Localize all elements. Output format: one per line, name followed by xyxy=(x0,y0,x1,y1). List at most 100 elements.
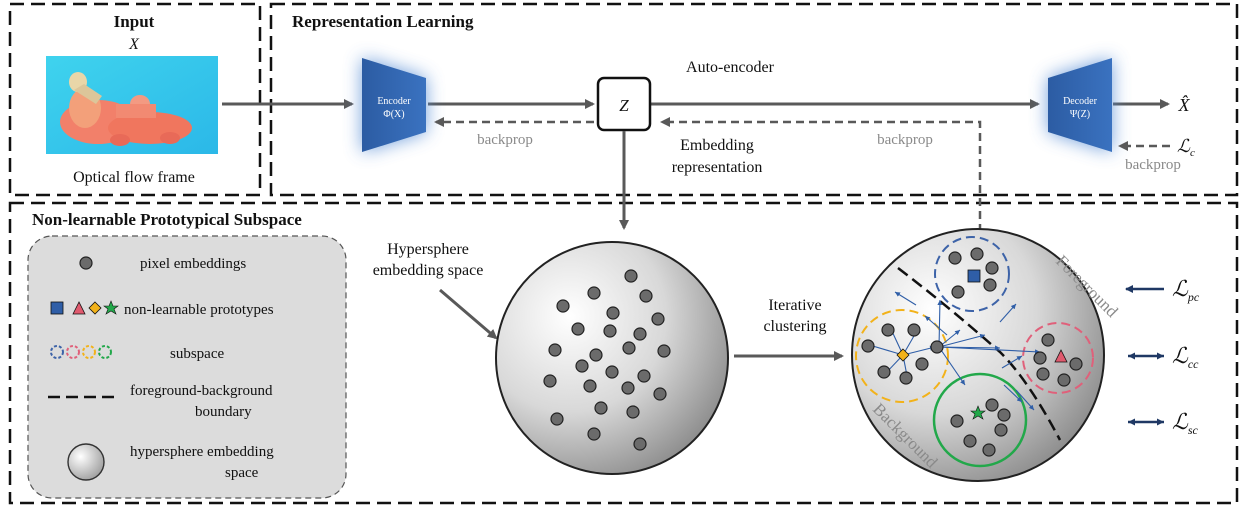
prototypical-title: Non-learnable Prototypical Subspace xyxy=(32,210,302,229)
subspace-blue xyxy=(934,236,1010,312)
backprop-label-3: backprop xyxy=(1125,157,1181,173)
legend-pixel-text: pixel embeddings xyxy=(140,256,246,272)
iterative-label-1: Iterative xyxy=(768,297,821,314)
prototype-blue-square xyxy=(967,269,981,283)
prototype-yellow-diamond xyxy=(896,348,910,362)
embedding-label-line1: Embedding xyxy=(680,137,754,154)
legend-box xyxy=(27,235,347,499)
pixel-embedding-dot xyxy=(881,323,895,337)
pixel-embedding-dot xyxy=(861,339,875,353)
prototype-green-star xyxy=(970,405,986,420)
loss-pc: ℒpc xyxy=(1172,276,1200,304)
legend-boundary-text-1: foreground-background xyxy=(130,383,273,399)
legend-hypersphere-icon xyxy=(67,443,105,481)
pixel-embedding-dot xyxy=(605,365,619,379)
latent-z-box xyxy=(596,76,652,132)
pull-arrow xyxy=(938,346,1041,355)
autoencoder-label: Auto-encoder xyxy=(686,59,775,76)
legend-hyper-text-1: hypersphere embedding xyxy=(130,444,274,460)
loss-c: ℒc xyxy=(1177,136,1195,159)
pixel-embedding-dot xyxy=(899,371,913,385)
pull-arrow xyxy=(999,303,1017,323)
pixel-embedding-dot xyxy=(1057,373,1071,387)
pixel-embedding-dot xyxy=(621,381,635,395)
encoder-fn: Φ(X) xyxy=(383,109,404,120)
pixel-embedding-dot xyxy=(1069,357,1083,371)
pixel-embedding-dot xyxy=(571,322,585,336)
pixel-embedding-dot xyxy=(606,306,620,320)
pixel-embedding-dot xyxy=(1041,333,1055,347)
legend-pixel-dot xyxy=(79,256,93,270)
pixel-embedding-dot xyxy=(997,408,1011,422)
pixel-embedding-dot xyxy=(907,323,921,337)
pixel-embedding-dot xyxy=(651,312,665,326)
pull-arrow xyxy=(938,346,966,386)
subspace-green xyxy=(932,372,1028,468)
encoder-block: Encoder Φ(X) xyxy=(362,58,426,152)
loss-cc: ℒcc xyxy=(1172,343,1199,371)
prototype-red-triangle xyxy=(1054,349,1068,363)
pixel-embedding-dot xyxy=(589,348,603,362)
pixel-embedding-dot xyxy=(983,278,997,292)
pixel-embedding-dot xyxy=(556,299,570,313)
pull-arrow xyxy=(1015,389,1035,411)
pixel-embedding-dot xyxy=(626,405,640,419)
input-frame xyxy=(8,2,262,197)
subspace-red xyxy=(1022,322,1094,394)
legend-subspace-text: subspace xyxy=(170,346,224,362)
pixel-embedding-dot xyxy=(950,414,964,428)
pixel-embedding-dot xyxy=(877,365,891,379)
optical-flow-image xyxy=(46,56,218,154)
pixel-embedding-dot xyxy=(548,343,562,357)
input-symbol: X xyxy=(128,36,140,53)
pixel-embedding-dot xyxy=(948,251,962,265)
pixel-embedding-dot xyxy=(970,247,984,261)
pull-arrow xyxy=(1003,384,1023,403)
legend-subspace-icons xyxy=(50,345,112,359)
pixel-embedding-dot xyxy=(657,344,671,358)
pixel-embedding-dot xyxy=(985,398,999,412)
embedding-label-line2: representation xyxy=(672,159,763,176)
subspace-yellow xyxy=(855,309,949,403)
encoder-name: Encoder xyxy=(377,96,411,107)
decoder-name: Decoder xyxy=(1063,96,1098,107)
hypersphere-pointer-arrow xyxy=(439,288,498,340)
representation-frame xyxy=(269,2,1239,197)
pull-arrow xyxy=(894,291,917,306)
legend-hyper-text-2: space xyxy=(225,465,259,481)
pixel-embedding-dot xyxy=(639,289,653,303)
decoder-fn: Ψ(Z) xyxy=(1070,109,1090,120)
legend-boundary-text-2: boundary xyxy=(195,404,252,420)
pull-arrow xyxy=(1001,355,1023,369)
decoder-block: Decoder Ψ(Z) xyxy=(1048,58,1112,152)
pixel-embedding-dot xyxy=(622,341,636,355)
pull-arrow xyxy=(938,333,986,348)
pull-arrow xyxy=(937,299,943,348)
pixel-embedding-dot xyxy=(624,269,638,283)
pixel-embedding-dot xyxy=(594,401,608,415)
pull-arrow xyxy=(924,315,948,336)
backprop-label-1: backprop xyxy=(477,132,533,148)
clustered-hypersphere xyxy=(851,228,1105,482)
latent-z-label: Z xyxy=(619,96,629,115)
backprop-label-2: backprop xyxy=(877,132,933,148)
pixel-embedding-dot xyxy=(930,340,944,354)
pixel-embeddings-unclustered xyxy=(543,269,671,451)
iterative-label-2: clustering xyxy=(763,318,826,335)
representation-title: Representation Learning xyxy=(292,12,474,31)
cluster-pull-arrows xyxy=(865,291,1041,411)
pixel-embedding-dot xyxy=(985,261,999,275)
hypersphere-label-2: embedding space xyxy=(373,262,484,279)
input-title: Input xyxy=(114,12,155,31)
pixel-embedding-dot xyxy=(982,443,996,457)
pixel-embedding-dot xyxy=(575,359,589,373)
pixel-embedding-dot xyxy=(915,357,929,371)
pixel-embedding-dot xyxy=(633,327,647,341)
pixel-embedding-dot xyxy=(963,434,977,448)
pixel-embedding-dot xyxy=(633,437,647,451)
pixel-embedding-dot xyxy=(583,379,597,393)
foreground-background-boundary xyxy=(897,267,1062,441)
legend-prototype-icons xyxy=(50,300,119,315)
pixel-embedding-dot xyxy=(951,285,965,299)
